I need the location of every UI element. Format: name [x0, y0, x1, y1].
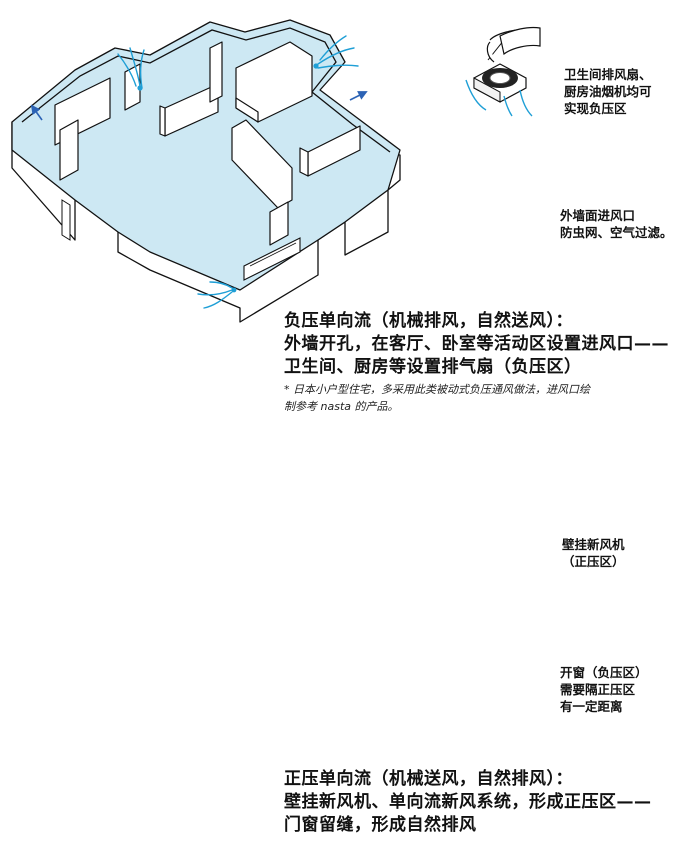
exhaust-fan-label: 卫生间排风扇、 厨房油烟机均可 实现负压区 — [564, 67, 652, 116]
wall-vent-label: 外墙面进风口 防虫网、空气过滤。 — [560, 208, 673, 240]
airflow-lines-top — [117, 35, 359, 309]
negative-pressure-caption: 负压单向流（机械排风，自然送风）： 外墙开孔，在客厅、卧室等活动区设置进风口——… — [284, 311, 669, 377]
positive-pressure-caption: 正压单向流（机械送风，自然排风）： 壁挂新风机、单向流新风系统，形成正压区—— … — [284, 769, 652, 835]
open-window-label: 开窗（负压区） 需要隔正压区 有一定距离 — [560, 665, 648, 714]
outer-wall-top — [21, 27, 391, 153]
exhaust-fan-icon — [465, 26, 541, 117]
fresh-air-unit-label: 壁挂新风机 （正压区） — [562, 537, 625, 569]
vent-dots-top — [137, 63, 319, 293]
exhaust-arrows-top — [30, 91, 368, 121]
negative-pressure-note: * 日本小户型住宅，多采用此类被动式负压通风做法，进风口绘 制参考 nasta … — [284, 383, 590, 413]
left-door — [61, 199, 71, 241]
floor-plan-negative-pressure — [11, 19, 401, 323]
interior-walls — [54, 41, 361, 246]
bottom-window-top — [243, 237, 301, 281]
